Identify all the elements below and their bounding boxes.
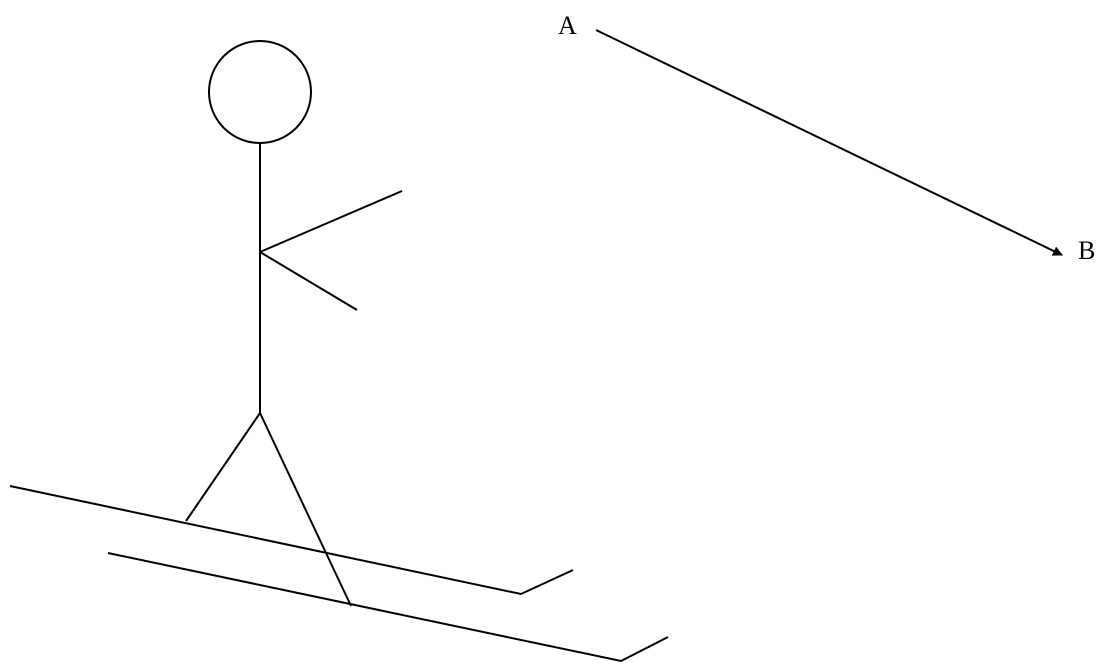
ski-upper: [9, 485, 574, 596]
arrow-line: [595, 29, 1063, 256]
figure-upper-arm: [259, 190, 403, 253]
label-b: B: [1078, 236, 1095, 265]
figure-left-leg: [185, 412, 261, 522]
label-a: A: [558, 11, 577, 40]
skis: [9, 485, 669, 663]
stick-figure: [185, 40, 403, 607]
figure-head: [208, 40, 312, 144]
figure-lower-arm: [259, 251, 358, 311]
direction-arrow: A B: [558, 11, 1095, 265]
ski-lower: [107, 552, 669, 663]
figure-right-leg: [259, 412, 352, 607]
